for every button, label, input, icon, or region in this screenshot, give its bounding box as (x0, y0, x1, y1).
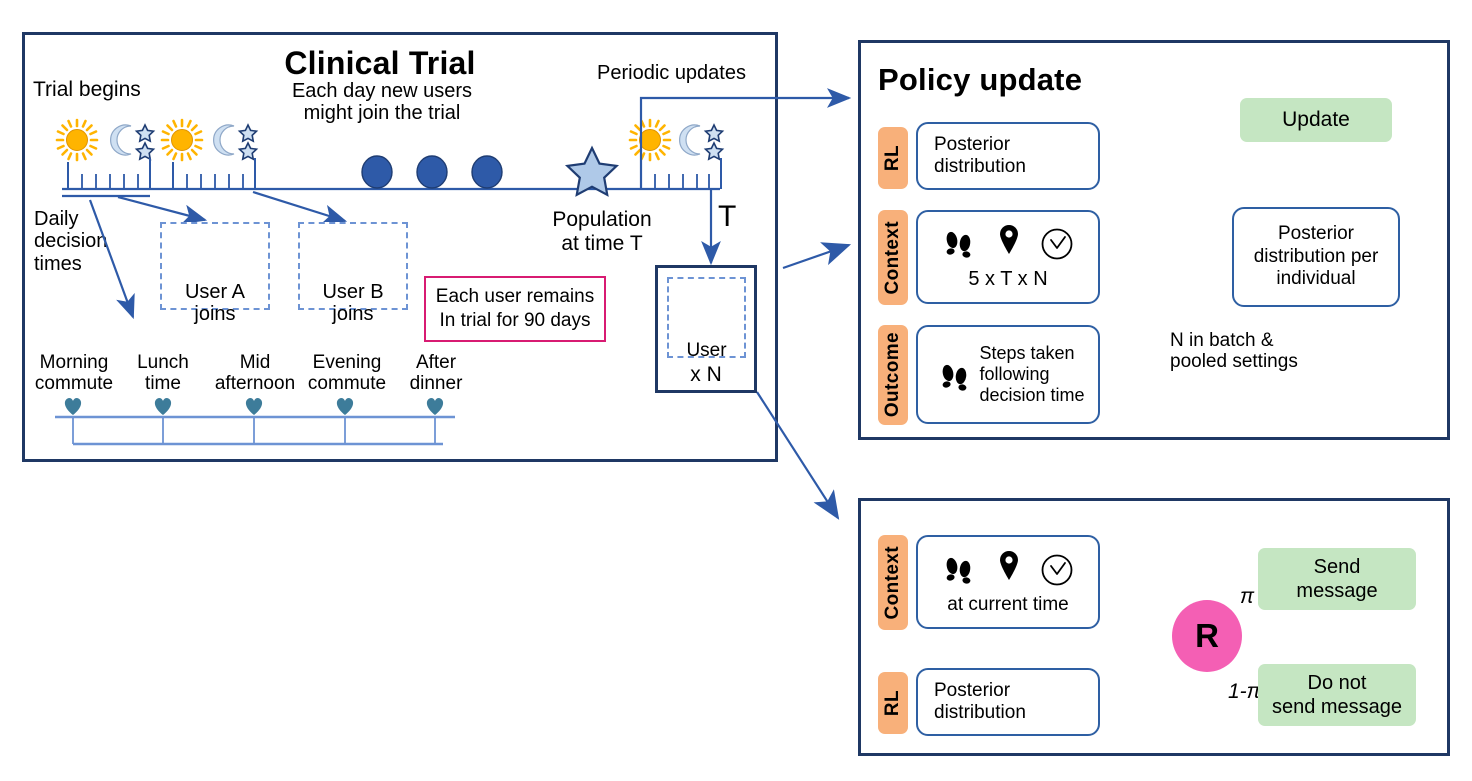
page-title: Clinical Trial (284, 45, 476, 81)
trial-begins-label: Trial begins (33, 78, 141, 101)
policy-output-box: Posterior distribution per individual (1232, 207, 1400, 307)
time-T-label: T (718, 200, 737, 233)
decision-time-label-4: After dinner (409, 352, 463, 395)
decision-time-label-2: Mid afternoon (214, 352, 296, 395)
tag-context-policy-label: Context (882, 220, 903, 295)
population-user-label: User (686, 340, 727, 361)
tag-outcome-policy: Outcome (878, 325, 908, 425)
tag-rl-decision-label: RL (882, 689, 903, 717)
footsteps-icon-outcome (941, 363, 968, 391)
action-do-not-send-message: Do not send message (1258, 664, 1416, 726)
tag-context-policy: Context (878, 210, 908, 305)
pooled-settings-note: N in batch & pooled settings (1170, 330, 1298, 373)
periodic-updates-label: Periodic updates (597, 62, 746, 84)
decision-context-box: at current time (916, 535, 1100, 629)
update-box: Update (1240, 98, 1392, 142)
context-icons-policy (945, 225, 1073, 260)
tag-rl-decision: RL (878, 672, 908, 734)
context-icons-decision (945, 550, 1073, 586)
decision-context-label: at current time (947, 593, 1069, 615)
tag-context-decision: Context (878, 535, 908, 630)
prob-not-send-label: 1-π (1228, 680, 1261, 703)
decision-time-label-0: Morning commute (34, 352, 114, 395)
randomizer-node: R (1172, 600, 1242, 672)
policy-context-box: 5 x T x N (916, 210, 1100, 304)
user-a-box (160, 222, 270, 310)
policy-posterior-box: Posterior distribution (916, 122, 1100, 190)
action-send-message: Send message (1258, 548, 1416, 610)
decision-time-label-1: Lunch time (137, 352, 189, 395)
policy-update-title: Policy update (878, 62, 1083, 97)
daily-decision-times-label: Daily decision times (34, 208, 108, 275)
trial-duration-note: Each user remains In trial for 90 days (424, 276, 606, 342)
tag-rl-policy-label: RL (882, 144, 903, 172)
user-b-box (298, 222, 408, 310)
decision-time-label-3: Evening commute (307, 352, 387, 395)
tag-context-decision-label: Context (882, 545, 903, 620)
policy-outcome-box: Steps taken following decision time (916, 325, 1100, 424)
user-a-label: User A joins (184, 281, 246, 326)
policy-outcome-label: Steps taken following decision time (979, 342, 1085, 406)
population-at-time-label: Population at time T (552, 208, 652, 255)
each-day-note: Each day new users might join the trial (291, 80, 473, 125)
tag-outcome-policy-label: Outcome (882, 332, 903, 418)
user-b-label: User B joins (322, 281, 384, 326)
tag-rl-policy: RL (878, 127, 908, 189)
population-box (655, 265, 757, 393)
population-user-count: x N (690, 363, 722, 386)
policy-context-label: 5 x T x N (968, 268, 1048, 291)
prob-send-label: π (1240, 585, 1255, 608)
decision-posterior-box: Posterior distribution (916, 668, 1100, 736)
population-user-dashed (667, 277, 746, 358)
